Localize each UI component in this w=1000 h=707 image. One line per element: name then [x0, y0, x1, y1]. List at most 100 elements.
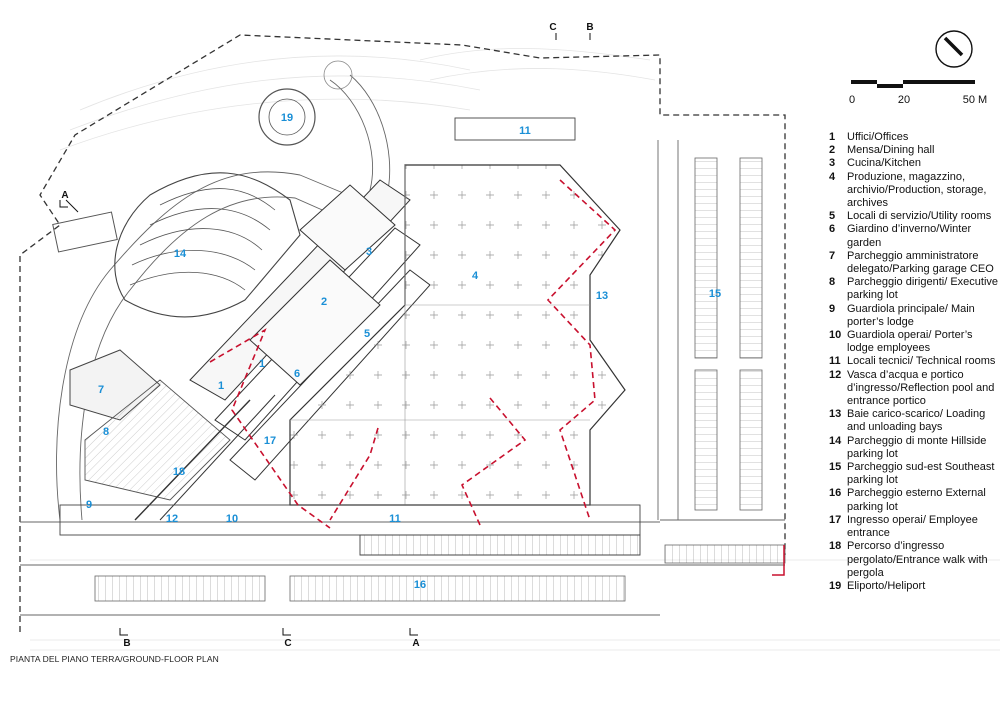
legend-item: 19 Eliporto/Heliport — [829, 580, 1000, 593]
legend-item: 18 Percorso d’ingresso pergolato/Entrance… — [829, 540, 1000, 580]
legend-text: Parcheggio dirigenti/ Executive parking … — [847, 276, 999, 302]
section-c-bottom: C — [284, 638, 291, 649]
legend-number: 12 — [829, 368, 842, 381]
legend-item: 2 Mensa/Dining hall — [829, 144, 1000, 157]
label-16: 16 — [414, 579, 426, 591]
legend-item: 11 Locali tecnici/ Technical rooms — [829, 355, 1000, 368]
legend-number: 3 — [829, 157, 836, 170]
legend-text: Vasca d’acqua e portico d’ingresso/Refle… — [847, 368, 995, 408]
legend-item: 6 Giardino d’inverno/Winter garden — [829, 223, 1000, 249]
label-3: 3 — [366, 246, 372, 258]
section-c-top: C — [549, 22, 556, 33]
area-labels: 1 1 2 3 4 5 6 7 8 9 10 11 11 12 13 14 15… — [86, 112, 721, 591]
production-hall — [289, 164, 626, 506]
legend-number: 6 — [829, 223, 836, 236]
legend-item: 16 Parcheggio esterno External parking lo… — [829, 487, 1000, 513]
legend-text: Cucina/Kitchen — [847, 157, 921, 170]
label-15: 15 — [709, 288, 721, 300]
legend-item: 7 Parcheggio amministratore delegato/Park… — [829, 250, 1000, 276]
legend-item: 17 Ingresso operai/ Employee entrance — [829, 514, 1000, 540]
scale-label-20: 20 — [898, 94, 910, 106]
legend-item: 4 Produzione, magazzino, archivio/Product… — [829, 171, 1000, 211]
legend-text: Ingresso operai/ Employee entrance — [847, 513, 978, 540]
legend-text: Locali tecnici/ Technical rooms — [847, 355, 996, 368]
legend-text: Produzione, magazzino, archivio/Producti… — [847, 170, 987, 210]
legend-number: 4 — [829, 170, 836, 183]
legend-text: Guardiola operai/ Porter’s lodge employe… — [847, 329, 973, 355]
heliport — [258, 60, 353, 146]
scale-label-0: 0 — [849, 94, 855, 106]
legend-text: Baie carico-scarico/ Loading and unloadi… — [847, 408, 986, 434]
label-12: 12 — [166, 513, 178, 525]
legend-text: Parcheggio di monte Hillside parking lot — [847, 434, 987, 460]
section-b-top: B — [586, 22, 593, 33]
legend-number: 9 — [829, 302, 836, 315]
legend-text: Parcheggio esterno External parking lot — [847, 487, 986, 513]
executive-parking — [84, 379, 231, 501]
legend-item: 15 Parcheggio sud-est Southeast parking l… — [829, 461, 1000, 487]
label-4: 4 — [472, 270, 479, 282]
legend-text: Giardino d’inverno/Winter garden — [847, 223, 972, 249]
legend-text: Parcheggio amministratore delegato/Parki… — [847, 249, 994, 276]
legend-number: 2 — [829, 144, 836, 157]
legend-item: 14 Parcheggio di monte Hillside parking l… — [829, 435, 1000, 461]
legend-number: 10 — [829, 329, 842, 342]
legend-number: 11 — [829, 355, 841, 368]
legend-number: 19 — [829, 579, 842, 592]
legend-text: Percorso d’ingresso pergolato/Entrance w… — [847, 540, 988, 579]
legend-item: 9 Guardiola principale/ Main porter’s lod… — [829, 303, 1000, 329]
legend-item: 8 Parcheggio dirigenti/ Executive parking… — [829, 276, 1000, 302]
legend-number: 13 — [829, 408, 842, 421]
legend-number: 8 — [829, 276, 836, 289]
external-parking — [94, 544, 786, 602]
legend-item: 13 Baie carico-scarico/ Loading and unloa… — [829, 408, 1000, 434]
legend-number: 15 — [829, 461, 842, 474]
label-6: 6 — [294, 368, 300, 380]
label-1: 1 — [218, 380, 224, 392]
label-19: 19 — [281, 112, 293, 124]
southeast-parking — [694, 157, 763, 511]
label-5: 5 — [364, 328, 370, 340]
section-b-bottom: B — [123, 638, 130, 649]
legend-text: Eliporto/Heliport — [847, 579, 926, 592]
legend-item: 10 Guardiola operai/ Porter’s lodge emplo… — [829, 329, 1000, 355]
small-building — [52, 211, 118, 253]
legend-number: 7 — [829, 249, 836, 262]
legend-item: 3 Cucina/Kitchen — [829, 157, 1000, 170]
legend-text: Mensa/Dining hall — [847, 144, 935, 157]
label-13: 13 — [596, 290, 608, 302]
north-arrow-icon — [935, 30, 973, 68]
label-17: 17 — [264, 435, 276, 447]
legend-text: Parcheggio sud-est Southeast parking lot — [847, 461, 995, 487]
label-8: 8 — [103, 426, 109, 438]
label-11-top: 11 — [519, 125, 531, 137]
legend-number: 16 — [829, 487, 842, 500]
label-10: 10 — [226, 513, 238, 525]
legend-number: 17 — [829, 513, 842, 526]
hillside-parking — [114, 172, 301, 318]
terrain-contours — [30, 48, 1000, 651]
label-14: 14 — [174, 248, 187, 260]
label-18: 18 — [173, 466, 185, 478]
legend-number: 14 — [829, 434, 842, 447]
label-9: 9 — [86, 499, 92, 511]
employee-route — [209, 179, 617, 529]
scale-label-50: 50 M — [963, 94, 987, 106]
red-marker — [772, 545, 785, 576]
legend-item: 12 Vasca d’acqua e portico d’ingresso/Ref… — [829, 369, 1000, 409]
legend-number: 18 — [829, 540, 842, 553]
label-11-bottom: 11 — [389, 513, 401, 525]
access-roads — [20, 74, 785, 616]
section-a-bottom: A — [412, 638, 419, 649]
label-1b: 1 — [259, 358, 265, 370]
legend-text: Guardiola principale/ Main porter’s lodg… — [847, 302, 975, 328]
label-2: 2 — [321, 296, 327, 308]
section-markers — [59, 33, 591, 636]
technical-strip — [59, 117, 641, 556]
legend-text: Locali di servizio/Utility rooms — [847, 210, 992, 223]
